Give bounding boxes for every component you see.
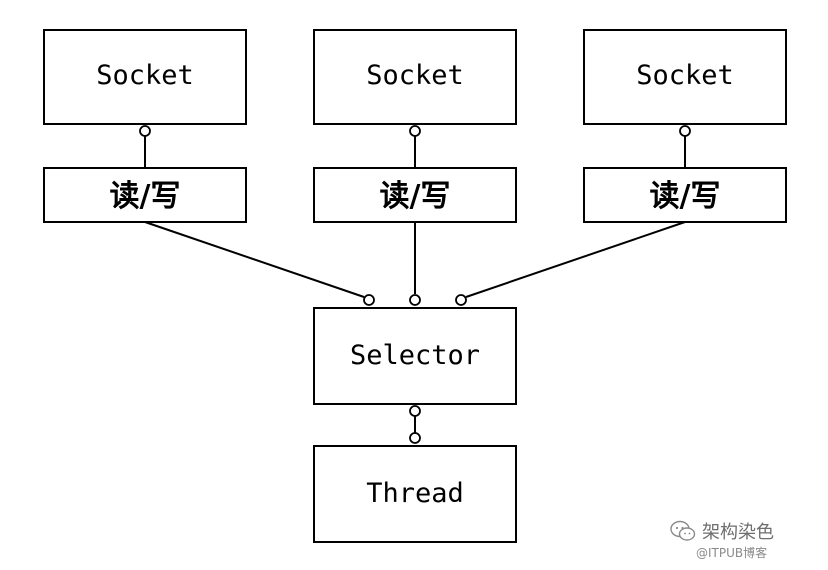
wechat-icon	[670, 520, 696, 541]
watermark-title: 架构染色	[702, 522, 774, 543]
watermark: 架构染色 @ITPUB博客	[666, 518, 816, 564]
selector-port-right	[455, 294, 467, 306]
io-label-1: 读/写	[110, 179, 181, 214]
socket3-port	[679, 125, 691, 137]
io3-selector-wire	[465, 221, 686, 298]
io-label-2: 读/写	[380, 179, 451, 214]
selector-box	[313, 307, 517, 405]
socket-box-2	[313, 29, 517, 125]
selector-port-left	[363, 294, 375, 306]
selector-port-center	[409, 294, 421, 306]
socket-box-1	[43, 29, 247, 125]
socket1-port	[139, 125, 151, 137]
io-box-3	[583, 167, 787, 223]
io1-selector-wire	[144, 221, 365, 298]
socket-label-2: Socket	[366, 60, 464, 91]
io-box-2	[313, 167, 517, 223]
socket2-port	[409, 125, 421, 137]
thread-top-port	[409, 432, 421, 444]
socket-box-3	[583, 29, 787, 125]
selector-bottom-port	[409, 405, 421, 417]
thread-box	[313, 445, 517, 543]
socket-label-1: Socket	[96, 60, 194, 91]
watermark-subtitle: @ITPUB博客	[696, 546, 768, 560]
socket-label-3: Socket	[636, 60, 734, 91]
thread-label: Thread	[366, 478, 464, 509]
selector-label: Selector	[350, 340, 480, 371]
io-label-3: 读/写	[650, 179, 721, 214]
io-box-1	[43, 167, 247, 223]
